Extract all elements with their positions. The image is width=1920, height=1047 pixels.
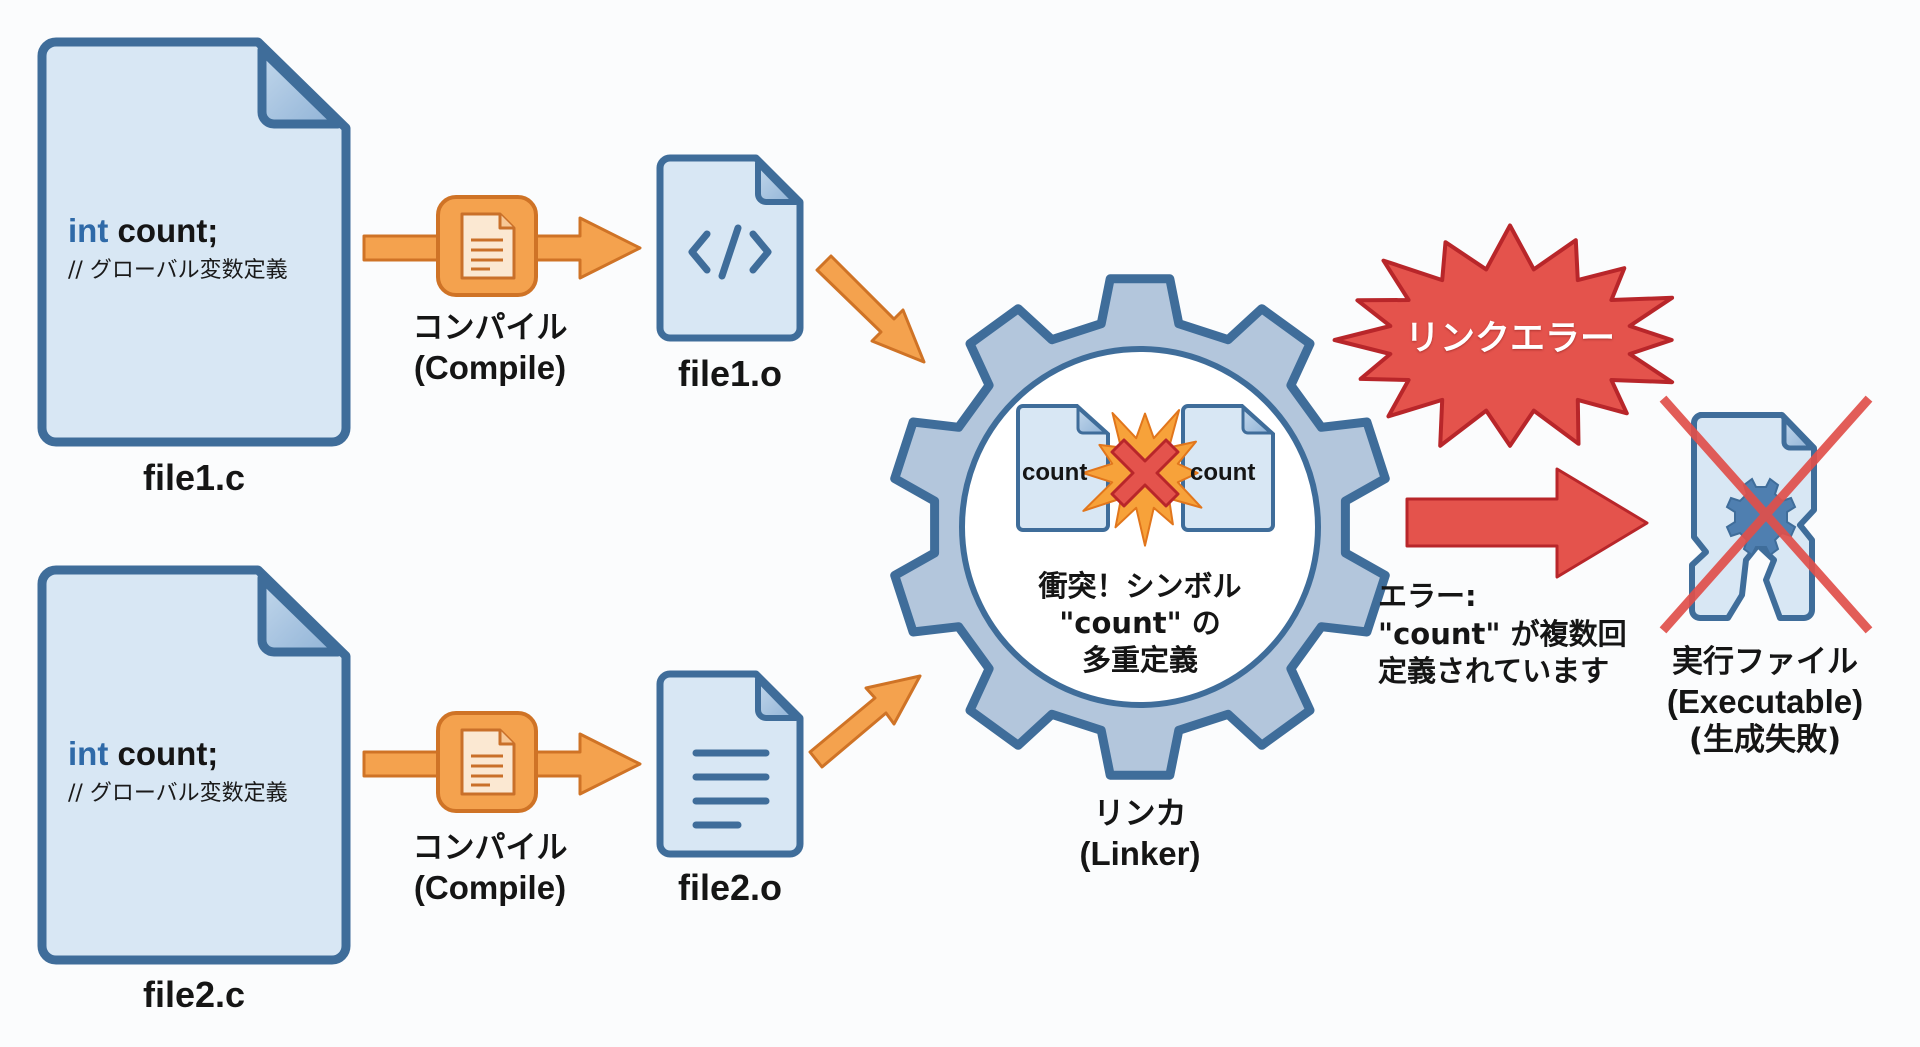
error-line: "count" が複数回 [1378, 616, 1627, 651]
error-line: 定義されています [1378, 654, 1610, 689]
compile-label-2: コンパイル (Compile) [380, 830, 600, 908]
executable-label: 実行ファイル (Executable) (生成失敗) [1640, 644, 1890, 760]
compile-label-en: (Compile) [413, 868, 567, 906]
link-error-text: リンクエラー [1404, 319, 1615, 359]
compile-label-en: (Compile) [413, 348, 567, 386]
failed-x-icon [1659, 395, 1873, 634]
code-brackets-icon [688, 224, 772, 280]
compile-label-1: コンパイル (Compile) [380, 310, 600, 388]
code-declaration: count; [108, 212, 219, 249]
conflict-x-icon [1110, 438, 1180, 508]
compile-arrow-1 [362, 195, 642, 297]
object-file-2-icon [656, 670, 804, 858]
text-lines-icon [692, 749, 770, 829]
compile-label-jp: コンパイル [412, 830, 568, 866]
symbol-file-right-icon [1181, 404, 1275, 532]
executable-label-jp: 実行ファイル [1672, 644, 1858, 680]
link-error-burst [1332, 223, 1675, 448]
linker-label-jp: リンカ [1093, 796, 1187, 832]
code-comment: // グローバル変数定義 [68, 781, 288, 806]
executable-label-en: (Executable) [1666, 682, 1864, 720]
object-file-1-icon [656, 154, 804, 342]
code-keyword: int [68, 212, 109, 249]
conflict-line: "count" の [1059, 605, 1221, 640]
link-arrow-1 [815, 254, 926, 364]
source-file-2-document-icon [37, 565, 351, 965]
source-file-1-document-icon [37, 37, 351, 447]
linker-label: リンカ (Linker) [1040, 796, 1240, 874]
symbol-file-left-icon [1016, 404, 1110, 532]
error-line: エラー: [1378, 579, 1477, 613]
source-code-1: int count; // グローバル変数定義 [68, 212, 288, 284]
symbol-left-label: count [1022, 459, 1088, 486]
executable-status: (生成失敗) [1688, 722, 1842, 759]
error-message: エラー: "count" が複数回 定義されています [1378, 578, 1627, 691]
object-file-2-label: file2.o [677, 867, 783, 908]
compile-label-jp: コンパイル [412, 310, 568, 346]
code-declaration: count; [108, 735, 219, 772]
conflict-line: 多重定義 [1081, 642, 1198, 677]
document-icon [460, 212, 516, 280]
conflict-message: 衝突！シンボル "count" の 多重定義 [1000, 568, 1280, 678]
source-code-2: int count; // グローバル変数定義 [68, 735, 288, 807]
symbol-right-label: count [1190, 459, 1256, 486]
code-comment: // グローバル変数定義 [68, 258, 288, 283]
conflict-line: 衝突！シンボル [1038, 569, 1242, 603]
collision-burst-icon [1082, 409, 1203, 547]
compile-arrow-2 [362, 711, 642, 813]
error-arrow [1405, 467, 1649, 579]
source-file-2-label: file2.c [142, 974, 246, 1015]
code-keyword: int [68, 735, 109, 772]
object-file-1-label: file1.o [677, 353, 783, 394]
linker-label-en: (Linker) [1079, 834, 1201, 872]
document-icon [460, 728, 516, 796]
link-arrow-2 [808, 674, 922, 769]
source-file-1-label: file1.c [142, 457, 246, 498]
